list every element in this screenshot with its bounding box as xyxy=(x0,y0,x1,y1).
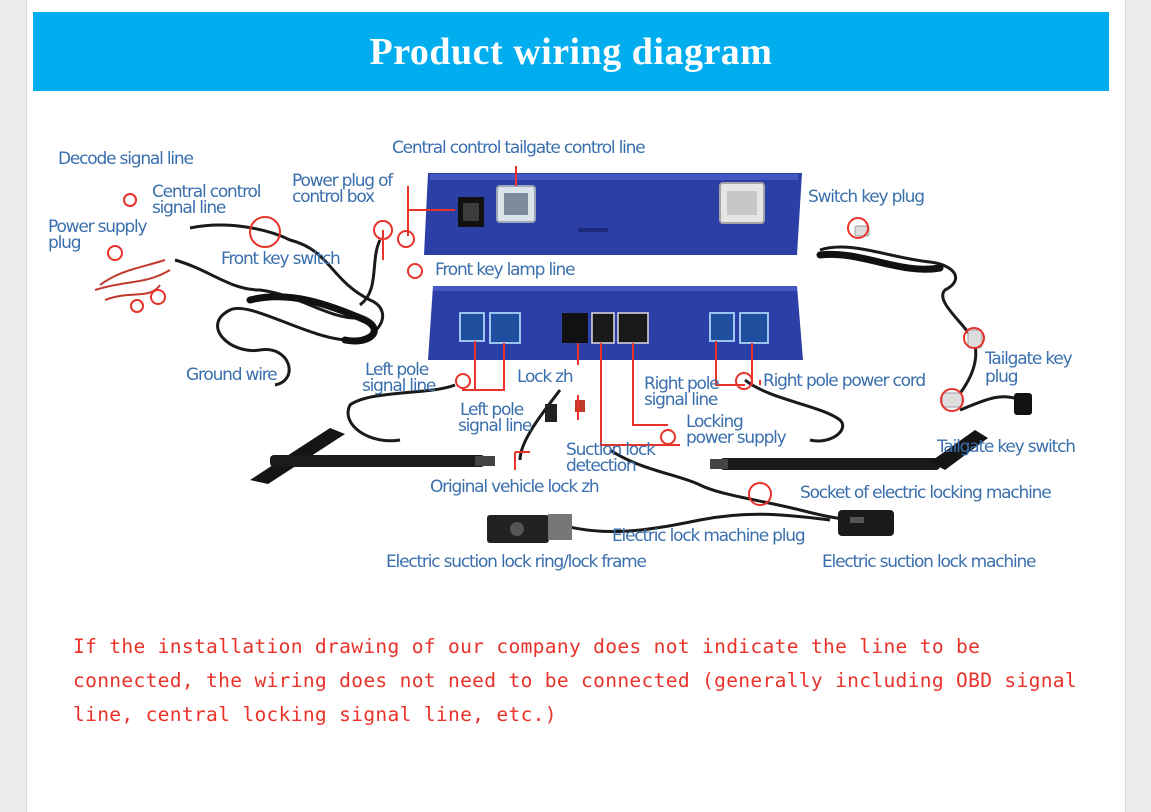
label-tailgate-key-plug-2: plug xyxy=(985,367,1018,387)
control-box-lower xyxy=(428,286,803,360)
label-left-pole-signal-line-a-1: Left pole xyxy=(365,360,429,380)
label-power-supply-plug-2: plug xyxy=(48,233,81,253)
label-suction-lock-detection-2: detection xyxy=(566,456,637,476)
label-left-pole-signal-line-a-2: signal line xyxy=(362,376,436,396)
label-electric-suction-lock-machine: Electric suction lock machine xyxy=(822,552,1037,572)
electric-suction-lock-machine xyxy=(838,510,894,536)
installation-note: If the installation drawing of our compa… xyxy=(73,635,1078,726)
cable-bundles xyxy=(246,250,944,345)
label-tailgate-key-switch: Tailgate key switch xyxy=(937,437,1076,457)
label-right-pole-signal-line-2: signal line xyxy=(644,390,718,410)
label-tailgate-key-plug-1: Tailgate key xyxy=(985,349,1073,369)
control-box-upper xyxy=(424,173,802,255)
left-strut xyxy=(250,428,495,484)
label-right-pole-power-cord: Right pole power cord xyxy=(763,371,926,391)
label-electric-suction-lock-ring: Electric suction lock ring/lock frame xyxy=(386,552,647,572)
right-strut xyxy=(710,430,988,470)
page-title: Product wiring diagram xyxy=(369,30,773,73)
red-wires xyxy=(94,259,171,301)
label-left-pole-signal-line-b-1: Left pole xyxy=(460,400,524,420)
tailgate-key-switch-part xyxy=(1014,393,1032,415)
label-front-key-switch: Front key switch xyxy=(221,249,341,269)
label-original-vehicle-lock-zh: Original vehicle lock zh xyxy=(430,477,600,497)
label-socket-electric-locking-machine: Socket of electric locking machine xyxy=(800,483,1052,503)
header-banner: Product wiring diagram xyxy=(33,12,1109,91)
label-left-pole-signal-line-b-2: signal line xyxy=(458,416,532,436)
callout-circles xyxy=(107,193,985,506)
electric-suction-lock-ring xyxy=(487,514,572,543)
label-decode-signal-line: Decode signal line xyxy=(58,149,194,169)
label-ground-wire: Ground wire xyxy=(186,365,278,385)
label-lock-zh: Lock zh xyxy=(517,367,574,387)
label-power-supply-plug-1: Power supply xyxy=(48,217,148,237)
label-switch-key-plug: Switch key plug xyxy=(808,187,925,207)
label-central-control-signal-line-2: signal line xyxy=(152,198,226,218)
label-central-control-signal-line-1: Central control xyxy=(152,182,261,202)
label-suction-lock-detection-1: Suction lock xyxy=(566,440,656,460)
label-electric-lock-machine-plug: Electric lock machine plug xyxy=(612,526,806,546)
label-locking-power-supply-2: power supply xyxy=(686,428,787,448)
label-front-key-lamp-line: Front key lamp line xyxy=(435,260,576,280)
label-right-pole-signal-line-1: Right pole xyxy=(644,374,720,394)
label-locking-power-supply-1: Locking xyxy=(686,412,744,432)
label-power-plug-control-box-1: Power plug of xyxy=(292,171,393,191)
label-central-control-tailgate-control-line: Central control tailgate control line xyxy=(392,138,646,158)
label-power-plug-control-box-2: control box xyxy=(292,187,375,207)
